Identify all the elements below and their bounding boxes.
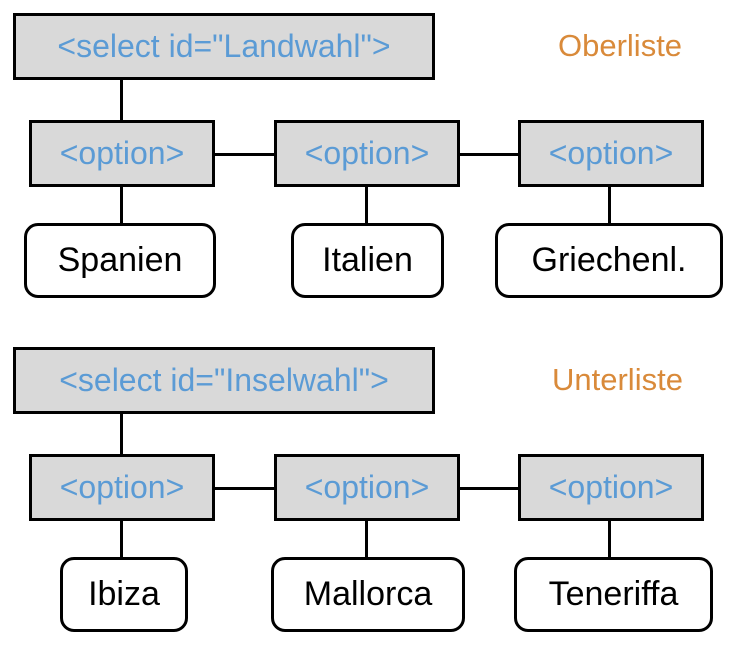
connector-option-1-to-leaf: [120, 187, 123, 223]
select-element-node: <select id="Inselwahl">: [13, 347, 435, 414]
lower-list-tree: <select id="Inselwahl"> Unterliste <opti…: [0, 334, 732, 657]
connector-option-1-to-2: [215, 487, 274, 490]
option-element-node: <option>: [29, 120, 215, 187]
upper-list-tree: <select id="Landwahl"> Oberliste <option…: [0, 0, 732, 323]
connector-option-2-to-leaf: [365, 521, 368, 557]
connector-select-to-option: [120, 80, 123, 120]
option-value-node: Italien: [291, 223, 444, 298]
option-value-node: Spanien: [24, 223, 216, 298]
select-element-node: <select id="Landwahl">: [13, 13, 435, 80]
connector-option-1-to-2: [215, 153, 274, 156]
option-value-node: Ibiza: [60, 557, 188, 632]
connector-option-2-to-3: [460, 153, 518, 156]
option-element-node: <option>: [274, 120, 460, 187]
option-value-node: Teneriffa: [514, 557, 713, 632]
connector-option-2-to-leaf: [365, 187, 368, 223]
option-value-node: Mallorca: [271, 557, 465, 632]
option-element-node: <option>: [29, 454, 215, 521]
connector-option-2-to-3: [460, 487, 518, 490]
option-element-node: <option>: [518, 120, 704, 187]
connector-option-1-to-leaf: [120, 521, 123, 557]
list-caption: Oberliste: [558, 28, 683, 63]
option-element-node: <option>: [274, 454, 460, 521]
connector-option-3-to-leaf: [608, 521, 611, 557]
list-caption: Unterliste: [552, 362, 683, 397]
connector-select-to-option: [120, 414, 123, 454]
connector-option-3-to-leaf: [608, 187, 611, 223]
option-element-node: <option>: [518, 454, 704, 521]
option-value-node: Griechenl.: [495, 223, 723, 298]
